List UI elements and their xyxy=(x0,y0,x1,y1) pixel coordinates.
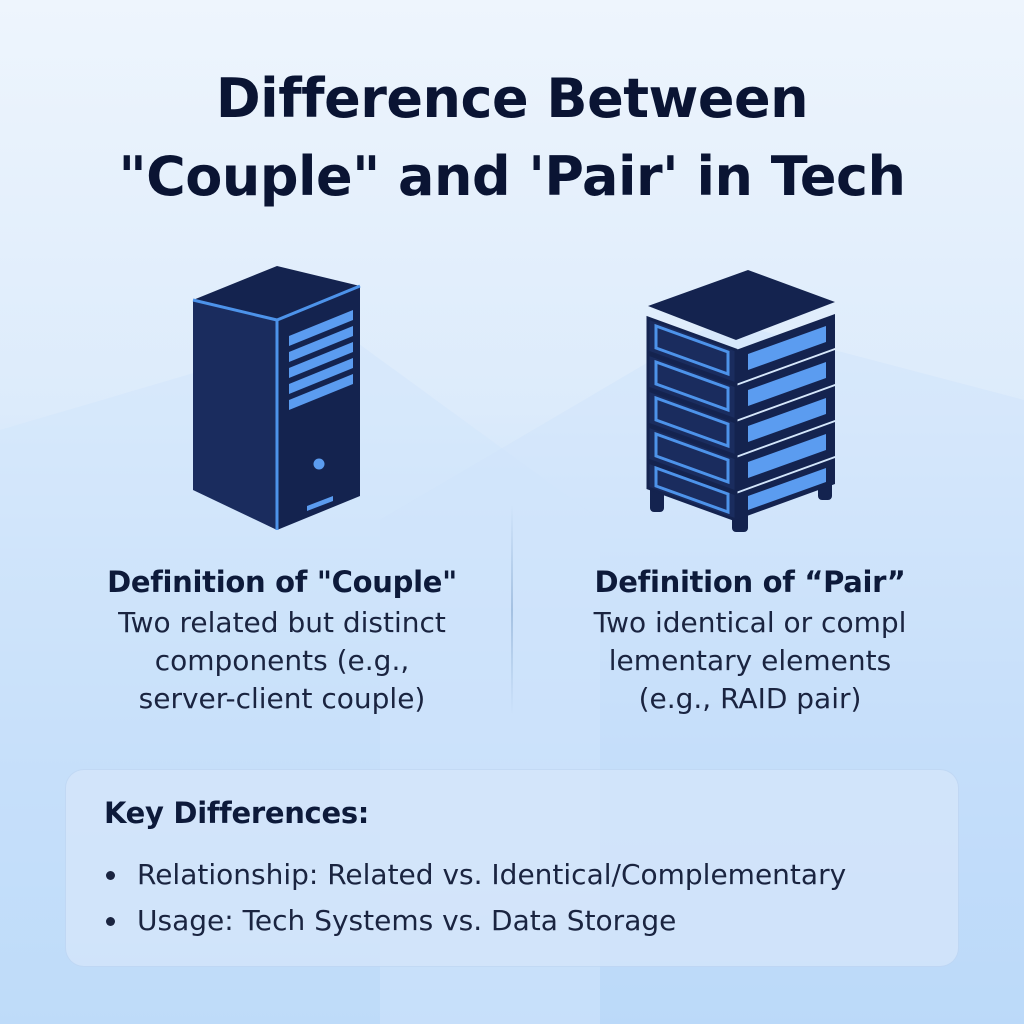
pair-description: Two identical or compl lementary element… xyxy=(530,604,970,718)
key-differences-list: Relationship: Related vs. Identical/Comp… xyxy=(106,852,846,944)
key-differences-heading: Key Differences: xyxy=(104,796,370,830)
tower-server-icon xyxy=(185,258,375,548)
list-item: Usage: Tech Systems vs. Data Storage xyxy=(106,898,846,944)
title-line-2: "Couple" and 'Pair' in Tech xyxy=(118,145,906,208)
title-line-1: Difference Between xyxy=(215,67,809,130)
couple-description-line: Two related but distinct xyxy=(118,606,446,639)
list-item-text: Usage: Tech Systems vs. Data Storage xyxy=(137,904,677,937)
couple-heading: Definition of "Couple" xyxy=(107,565,457,599)
couple-description-line: server-client couple) xyxy=(138,682,426,715)
pair-description-line: lementary elements xyxy=(608,644,892,677)
pair-description-line: (e.g., RAID pair) xyxy=(638,682,862,715)
key-differences-box: Key Differences: Relationship: Related v… xyxy=(66,770,958,966)
pair-heading: Definition of “Pair” xyxy=(594,565,906,599)
pair-description-line: Two identical or compl xyxy=(593,606,907,639)
couple-description-line: components (e.g., xyxy=(154,644,410,677)
pair-definition: Definition of “Pair” Two identical or co… xyxy=(530,560,970,718)
bullet-icon xyxy=(106,870,115,880)
list-item: Relationship: Related vs. Identical/Comp… xyxy=(106,852,846,898)
couple-definition: Definition of "Couple" Two related but d… xyxy=(62,560,502,718)
couple-description: Two related but distinct components (e.g… xyxy=(62,604,502,718)
page-title: Difference Between "Couple" and 'Pair' i… xyxy=(0,60,1024,216)
list-item-text: Relationship: Related vs. Identical/Comp… xyxy=(137,858,847,891)
column-divider xyxy=(511,505,513,715)
rack-server-icon xyxy=(630,262,850,542)
bullet-icon xyxy=(106,916,115,926)
